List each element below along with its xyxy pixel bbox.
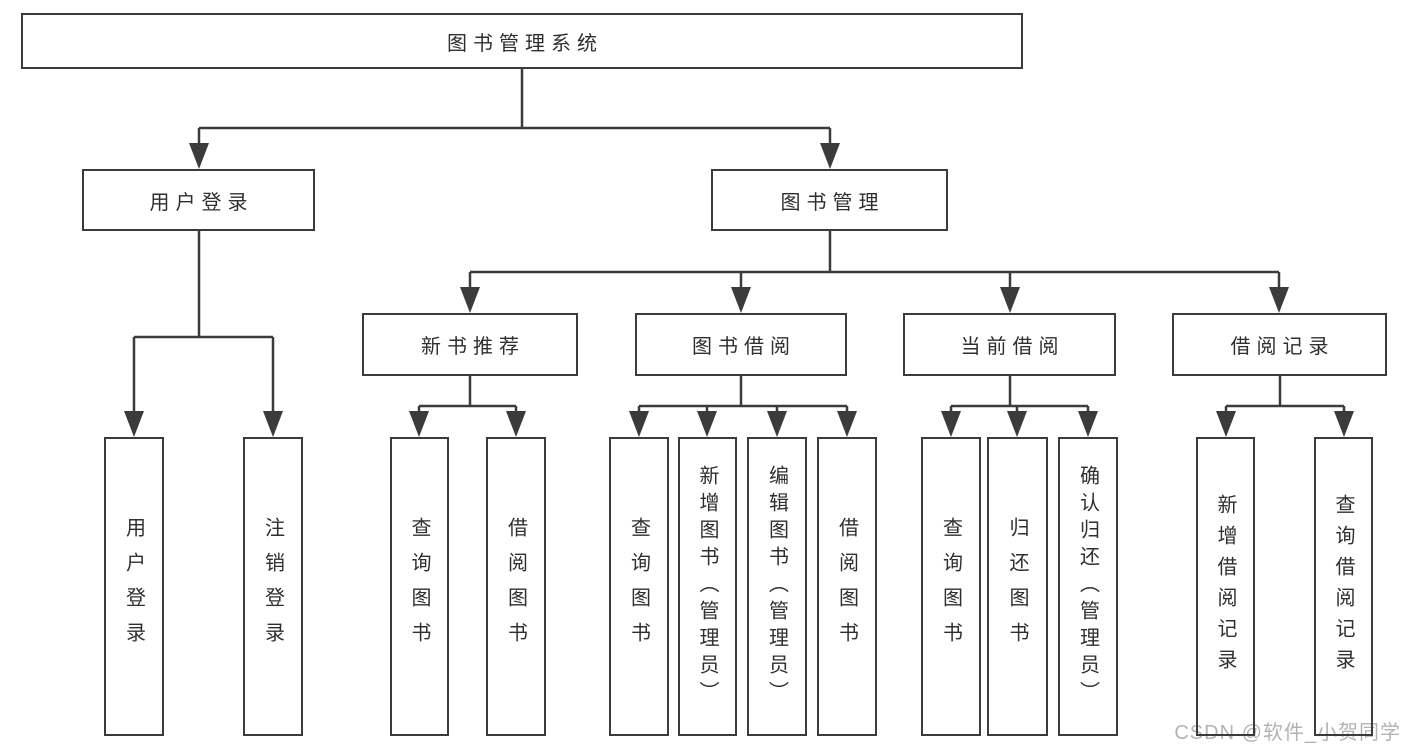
node-current-borrowing: 当前借阅	[903, 313, 1116, 376]
connector-records-to-leaves	[1224, 376, 1346, 413]
leaf-logout: 注销登录	[243, 437, 303, 736]
leaf-query-books-current-label: 查询图书	[939, 516, 962, 657]
node-user-login: 用户登录	[82, 169, 315, 231]
node-root-label: 图书管理系统	[447, 32, 603, 55]
leaf-query-borrow-record: 查询借阅记录	[1314, 437, 1373, 736]
leaf-logout-label: 注销登录	[261, 516, 284, 657]
leaf-user-login: 用户登录	[104, 437, 164, 736]
connector-borrowing-to-leaves	[637, 376, 849, 413]
arrow-down-icon	[820, 143, 840, 169]
leaf-edit-books-admin-label: 编辑图书（管理员）	[765, 465, 788, 708]
arrow-down-icon	[124, 411, 144, 437]
arrow-down-icon	[189, 143, 209, 169]
arrow-down-icon	[409, 411, 429, 437]
arrow-down-icon	[263, 411, 283, 437]
leaf-confirm-return-admin: 确认归还（管理员）	[1058, 437, 1118, 736]
arrow-down-icon	[506, 411, 526, 437]
arrow-down-icon	[1078, 411, 1098, 437]
node-book-borrowing-label: 图书借阅	[692, 336, 796, 358]
leaf-user-login-label: 用户登录	[122, 516, 145, 657]
arrow-down-icon	[1216, 411, 1236, 437]
node-borrowing-records-label: 借阅记录	[1230, 336, 1335, 358]
connector-current-to-leaves	[949, 376, 1090, 413]
node-book-management-label: 图书管理	[780, 191, 885, 214]
connector-login-to-leaves	[132, 231, 275, 413]
leaf-borrow-books-borrowing: 借阅图书	[817, 437, 877, 736]
arrow-down-icon	[941, 411, 961, 437]
leaf-borrow-books-borrowing-label: 借阅图书	[835, 516, 858, 657]
leaf-query-borrow-record-label: 查询借阅记录	[1332, 493, 1354, 680]
leaf-add-borrow-record-label: 新增借阅记录	[1214, 493, 1236, 680]
arrow-down-icon	[629, 411, 649, 437]
node-borrowing-records: 借阅记录	[1172, 313, 1387, 376]
node-new-book-recommend: 新书推荐	[362, 313, 578, 376]
leaf-query-books-current: 查询图书	[921, 437, 981, 736]
leaf-borrow-books-recommend: 借阅图书	[486, 437, 546, 736]
csdn-watermark: CSDN @软件_小贺同学	[1174, 722, 1401, 744]
connector-recommend-to-leaves	[417, 376, 518, 413]
leaf-add-borrow-record: 新增借阅记录	[1196, 437, 1255, 736]
node-user-login-label: 用户登录	[149, 191, 254, 214]
node-book-management: 图书管理	[711, 169, 948, 231]
arrow-down-icon	[1334, 411, 1354, 437]
arrow-down-icon	[1000, 287, 1020, 313]
arrow-down-icon	[837, 411, 857, 437]
arrow-down-icon	[731, 287, 751, 313]
connector-mgmt-to-level3	[468, 231, 1281, 290]
leaf-add-books-admin-label: 新增图书（管理员）	[696, 465, 718, 708]
node-book-borrowing: 图书借阅	[635, 313, 847, 376]
leaf-query-books-recommend: 查询图书	[390, 437, 449, 736]
leaf-edit-books-admin: 编辑图书（管理员）	[747, 437, 807, 736]
leaf-return-books-label: 归还图书	[1006, 516, 1028, 657]
leaf-borrow-books-recommend-label: 借阅图书	[504, 516, 527, 657]
arrow-down-icon	[1007, 411, 1027, 437]
leaf-query-books-recommend-label: 查询图书	[408, 516, 430, 657]
leaf-add-books-admin: 新增图书（管理员）	[678, 437, 737, 736]
leaf-query-books-borrowing: 查询图书	[609, 437, 669, 736]
leaf-query-books-borrowing-label: 查询图书	[627, 516, 650, 657]
arrow-down-icon	[460, 287, 480, 313]
leaf-confirm-return-admin-label: 确认归还（管理员）	[1076, 465, 1099, 708]
node-root: 图书管理系统	[21, 13, 1023, 69]
node-new-book-recommend-label: 新书推荐	[421, 336, 525, 358]
arrow-down-icon	[1269, 287, 1289, 313]
connector-root-to-level2	[197, 69, 832, 145]
arrow-down-icon	[767, 411, 787, 437]
arrow-down-icon	[697, 411, 717, 437]
node-current-borrowing-label: 当前借阅	[960, 336, 1065, 358]
leaf-return-books: 归还图书	[987, 437, 1048, 736]
